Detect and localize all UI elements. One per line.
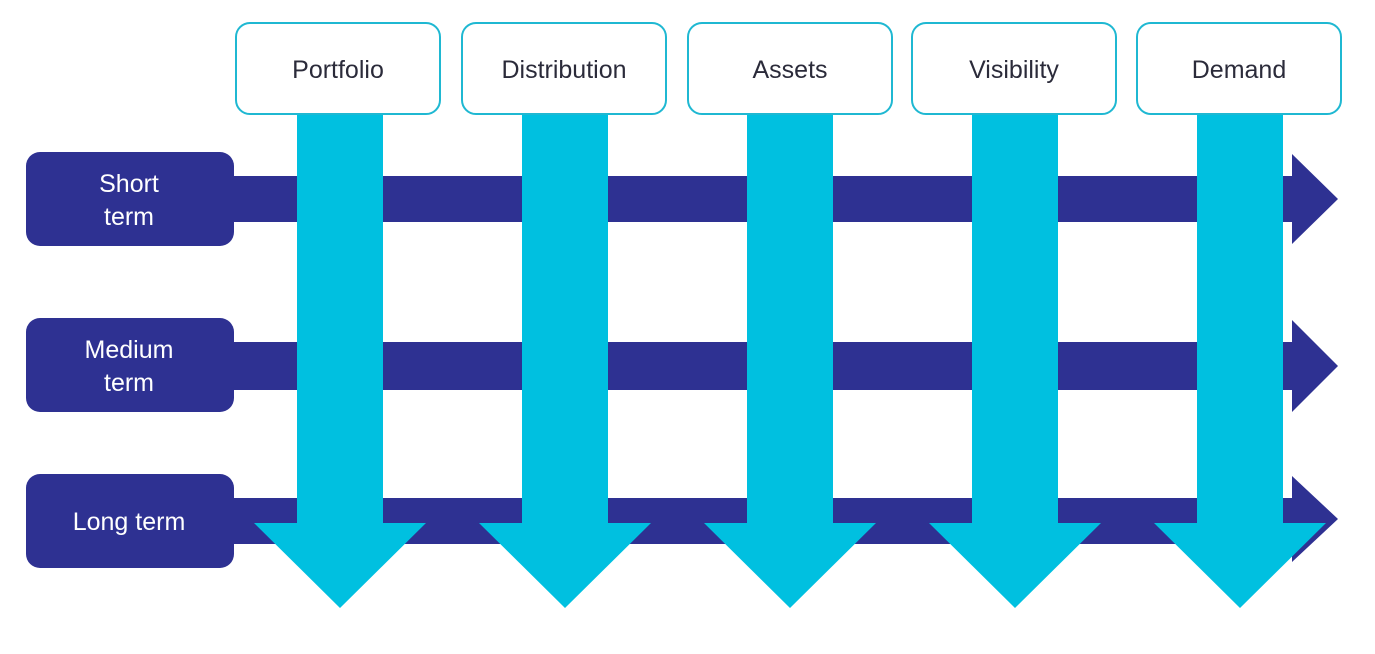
row-short-term: Short term	[26, 152, 234, 246]
row-label-box	[26, 152, 234, 246]
row-labels: Short term Medium term Long term	[26, 152, 234, 568]
row-medium-term: Medium term	[26, 318, 234, 412]
row-label-line1: Short	[99, 170, 159, 198]
row-label-line1: Medium	[85, 336, 174, 364]
row-label-line2: term	[104, 203, 154, 231]
column-header-box	[1136, 22, 1342, 115]
row-label-box	[26, 474, 234, 568]
column-demand: Demand	[1136, 22, 1342, 115]
column-arrows	[254, 112, 1326, 608]
column-header-label: Demand	[1192, 56, 1287, 84]
column-header-box	[687, 22, 893, 115]
column-headers: Portfolio Distribution Assets Visibility…	[235, 22, 1342, 115]
column-header-label: Portfolio	[292, 56, 384, 84]
row-label-line1: Long term	[73, 508, 186, 536]
column-header-label: Visibility	[969, 56, 1059, 84]
column-distribution: Distribution	[461, 22, 667, 115]
column-header-box	[461, 22, 667, 115]
distribution-arrow	[479, 112, 651, 608]
column-assets: Assets	[687, 22, 893, 115]
row-label-line2: term	[104, 369, 154, 397]
column-portfolio: Portfolio	[235, 22, 441, 115]
demand-arrow	[1154, 112, 1326, 608]
row-label-box	[26, 318, 234, 412]
visibility-arrow	[929, 112, 1101, 608]
column-header-label: Assets	[752, 56, 827, 84]
column-header-box	[235, 22, 441, 115]
column-visibility: Visibility	[911, 22, 1117, 115]
column-header-label: Distribution	[501, 56, 626, 84]
column-header-box	[911, 22, 1117, 115]
portfolio-arrow	[254, 112, 426, 608]
row-long-term: Long term	[26, 474, 234, 568]
assets-arrow	[704, 112, 876, 608]
